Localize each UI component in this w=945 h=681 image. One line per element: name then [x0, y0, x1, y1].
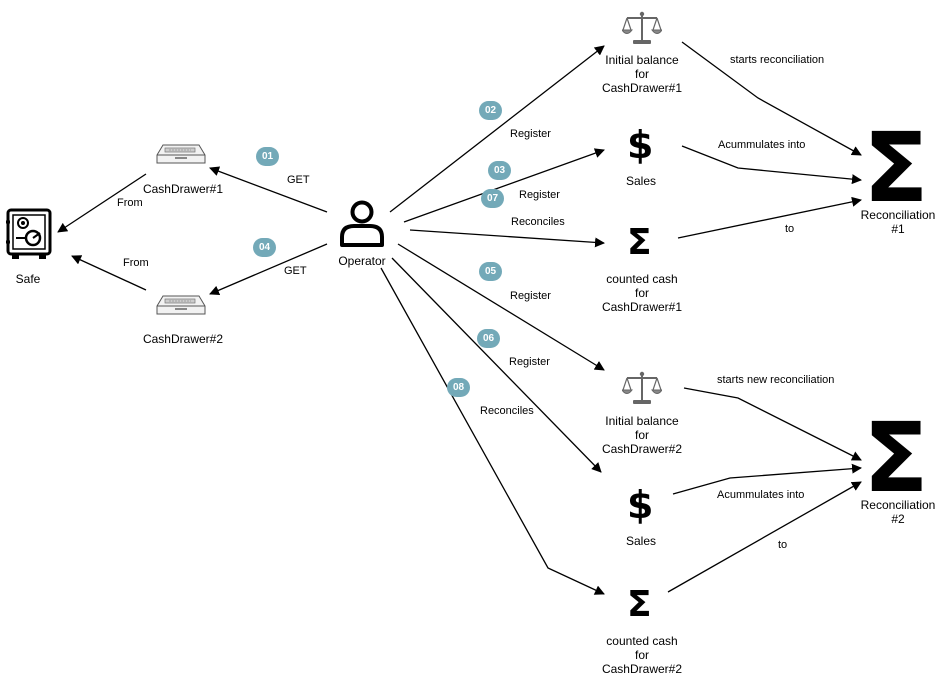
initial-balance-2-label: Initial balance for CashDrawer#2: [601, 414, 683, 456]
safe-label: Safe: [15, 272, 41, 286]
edge-operator-counted-cash-1: [409, 229, 605, 248]
edge-label-starts-new-reconciliation: starts new reconciliation: [717, 374, 835, 386]
edge-label-register: Register: [519, 189, 560, 201]
sales-1-label: Sales: [625, 174, 657, 188]
safe-icon: [6, 208, 52, 259]
edge-sales-1-reconciliation-1: [681, 145, 862, 185]
operator-label: Operator: [338, 254, 386, 268]
sigma-icon: Σ: [627, 584, 652, 625]
cash-drawer-icon: [156, 144, 206, 164]
edge-label-starts-reconciliation: starts reconciliation: [730, 54, 825, 66]
step-badge-02: 02: [479, 101, 502, 120]
edge-operator-cashdrawer2: [209, 243, 328, 296]
scale-icon: [622, 11, 662, 44]
cashdrawer2-label: CashDrawer#2: [142, 332, 224, 346]
user-icon: [340, 200, 384, 247]
edge-initial-balance-1-reconciliation-1: [681, 41, 862, 156]
edge-operator-initial-balance-1: [389, 45, 605, 213]
counted-cash-2-label: counted cash for CashDrawer#2: [601, 634, 683, 676]
edge-operator-counted-cash-2: [380, 267, 605, 595]
step-badge-03: 03: [488, 161, 511, 180]
reconciliation-2-label: Reconciliation #2: [860, 498, 936, 526]
step-badge-01: 01: [256, 147, 279, 166]
sigma-icon: Σ: [863, 402, 929, 514]
initial-balance-1-label: Initial balance for CashDrawer#1: [601, 53, 683, 95]
edge-label-reconciles: Reconciles: [480, 405, 534, 417]
edge-label-accumulates-into: Acummulates into: [717, 489, 805, 501]
counted-cash-1-label: counted cash for CashDrawer#1: [601, 272, 683, 314]
edge-operator-sales-2: [391, 257, 602, 473]
edge-label-get: GET: [287, 174, 310, 186]
edge-cashdrawer1-safe: [57, 173, 147, 233]
edge-cashdrawer2-safe: [71, 255, 147, 291]
edge-counted-cash-1-reconciliation-1: [677, 196, 862, 239]
edge-label-register: Register: [510, 128, 551, 140]
edge-label-get: GET: [284, 265, 307, 277]
sales-2-label: Sales: [625, 534, 657, 548]
dollar-icon: $: [627, 123, 654, 167]
dollar-icon: $: [627, 483, 654, 527]
edge-sales-2-reconciliation-2: [672, 463, 862, 495]
edge-label-accumulates-into: Acummulates into: [718, 139, 806, 151]
edge-operator-cashdrawer1: [209, 166, 328, 213]
edge-operator-initial-balance-2: [397, 243, 605, 371]
step-badge-07: 07: [481, 189, 504, 208]
step-badge-04: 04: [253, 238, 276, 257]
edge-label-reconciles: Reconciles: [511, 216, 565, 228]
edge-counted-cash-2-reconciliation-2: [667, 481, 862, 593]
cash-drawer-icon: [156, 295, 206, 315]
sigma-icon: Σ: [863, 112, 929, 224]
edge-label-from: From: [117, 197, 143, 209]
edge-label-register: Register: [510, 290, 551, 302]
step-badge-06: 06: [477, 329, 500, 348]
step-badge-08: 08: [447, 378, 470, 397]
edge-label-from: From: [123, 257, 149, 269]
edge-operator-sales-1: [403, 148, 605, 223]
edge-initial-balance-2-reconciliation-2: [683, 387, 862, 461]
scale-icon: [622, 371, 662, 404]
edge-label-to: to: [778, 539, 788, 551]
reconciliation-1-label: Reconciliation #1: [860, 208, 936, 236]
cashdrawer1-label: CashDrawer#1: [142, 182, 224, 196]
sigma-icon: Σ: [627, 222, 652, 263]
step-badge-05: 05: [479, 262, 502, 281]
edge-label-register: Register: [509, 356, 550, 368]
edge-label-to: to: [785, 223, 795, 235]
